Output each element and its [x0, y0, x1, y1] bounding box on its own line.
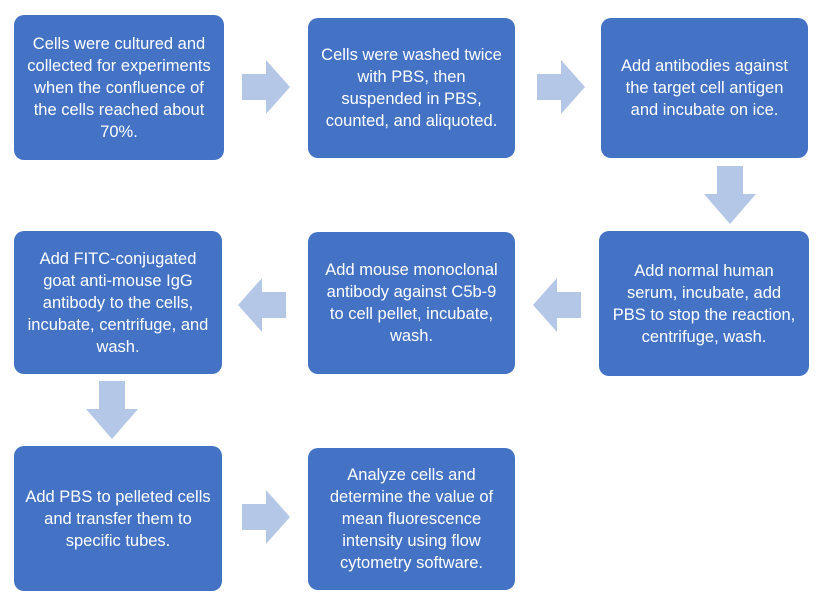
step-5-box: Add mouse monoclonal antibody against C5… — [308, 232, 515, 374]
step-8-box: Analyze cells and determine the value of… — [308, 448, 515, 590]
step-2-box: Cells were washed twice with PBS, then s… — [308, 18, 515, 158]
right-arrow-icon — [242, 60, 290, 114]
step-8-text: Analyze cells and determine the value of… — [329, 466, 494, 572]
step-7-box: Add PBS to pelleted cells and transfer t… — [14, 446, 222, 591]
step-5-text: Add mouse monoclonal antibody against C5… — [325, 261, 498, 345]
down-arrow-icon — [86, 381, 138, 439]
step-4-text: Add normal human serum, incubate, add PB… — [612, 261, 796, 346]
step-3-box: Add antibodies against the target cell a… — [601, 18, 808, 158]
step-7-text: Add PBS to pelleted cells and transfer t… — [25, 487, 211, 550]
down-arrow-icon — [704, 166, 756, 224]
left-arrow-icon — [533, 278, 581, 332]
step-4-box: Add normal human serum, incubate, add PB… — [599, 231, 809, 376]
step-1-box: Cells were cultured and collected for ex… — [14, 15, 224, 160]
right-arrow-icon — [242, 490, 290, 544]
step-6-text: Add FITC-conjugated goat anti-mouse IgG … — [27, 249, 209, 356]
left-arrow-icon — [238, 278, 286, 332]
right-arrow-icon — [537, 60, 585, 114]
step-1-text: Cells were cultured and collected for ex… — [27, 34, 211, 141]
step-2-text: Cells were washed twice with PBS, then s… — [321, 46, 502, 130]
step-6-box: Add FITC-conjugated goat anti-mouse IgG … — [14, 231, 222, 374]
step-3-text: Add antibodies against the target cell a… — [621, 57, 788, 119]
